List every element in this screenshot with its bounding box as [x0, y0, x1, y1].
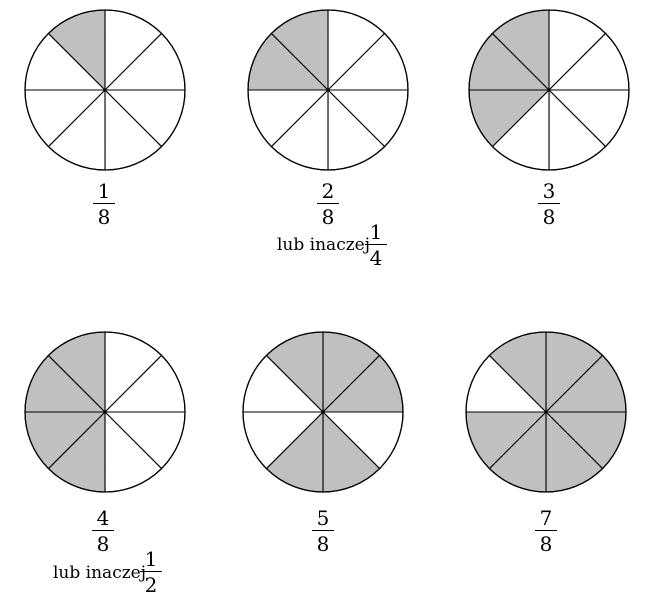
pie-outline: [247, 9, 409, 171]
fraction-denominator: 8: [316, 532, 330, 556]
pie-circle-1-8: [23, 8, 187, 172]
fraction-1-2: 1 2: [136, 548, 166, 596]
fraction-2-8: 2 8: [313, 180, 343, 228]
pie-circle-7-8: [464, 330, 628, 494]
pie-circle-4-8: [23, 330, 187, 494]
fraction-4-8: 4 8: [88, 507, 118, 555]
fraction-denominator: 8: [539, 532, 553, 556]
pie-circle-3-8: [467, 8, 631, 172]
alternative-fraction-1-2: lub inaczej 1 2: [53, 548, 163, 598]
pie-outline: [465, 331, 627, 493]
fraction-bar: [535, 530, 557, 531]
fraction-numerator: 1: [97, 179, 111, 203]
fraction-numerator: 3: [542, 179, 556, 203]
fraction-denominator: 4: [369, 246, 383, 270]
fraction-denominator: 8: [97, 205, 111, 229]
fraction-numerator: 2: [321, 179, 335, 203]
pie-outline: [24, 331, 186, 493]
pie-circle-5-8: [241, 330, 405, 494]
fraction-denominator: 8: [542, 205, 556, 229]
fraction-5-8: 5 8: [308, 507, 338, 555]
fraction-numerator: 4: [96, 506, 110, 530]
alternative-label: lub inaczej: [53, 563, 147, 583]
fraction-bar: [312, 530, 334, 531]
pie-outline: [468, 9, 630, 171]
fraction-bar: [365, 244, 387, 245]
fraction-numerator: 1: [369, 220, 383, 244]
fraction-bar: [140, 571, 162, 572]
fraction-denominator: 2: [144, 573, 158, 597]
fraction-numerator: 7: [539, 506, 553, 530]
alternative-fraction-1-4: lub inaczej 1 4: [277, 221, 387, 271]
fraction-bar: [92, 530, 114, 531]
fraction-bar: [538, 203, 560, 204]
pie-circle-2-8: [246, 8, 410, 172]
alternative-label: lub inaczej: [277, 235, 371, 255]
fraction-numerator: 5: [316, 506, 330, 530]
fraction-1-8: 1 8: [89, 180, 119, 228]
fraction-bar: [317, 203, 339, 204]
fraction-7-8: 7 8: [531, 507, 561, 555]
pie-outline: [242, 331, 404, 493]
pie-outline: [24, 9, 186, 171]
fraction-denominator: 8: [321, 205, 335, 229]
fraction-denominator: 8: [96, 532, 110, 556]
fraction-numerator: 1: [144, 547, 158, 571]
fraction-1-4: 1 4: [361, 221, 391, 269]
fraction-bar: [93, 203, 115, 204]
fraction-3-8: 3 8: [534, 180, 564, 228]
